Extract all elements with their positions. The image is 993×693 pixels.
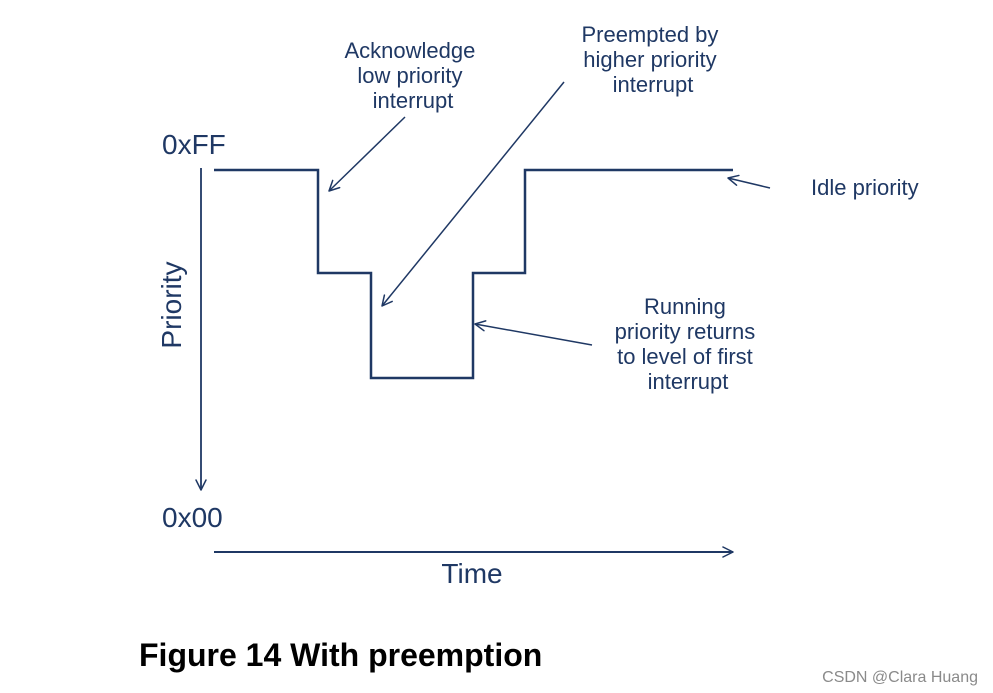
watermark: CSDN @Clara Huang xyxy=(822,669,978,686)
figure-caption: Figure 14 With preemption xyxy=(139,637,542,673)
idle-pointer-arrow xyxy=(727,174,771,189)
priority-level-line xyxy=(214,168,733,380)
running-line-3: to level of first xyxy=(617,344,753,369)
acknowledge-annotation: Acknowledge low priority interrupt xyxy=(345,38,482,113)
y-axis-title: Priority xyxy=(156,261,187,348)
y-axis-top-label: 0xFF xyxy=(162,129,226,160)
x-axis-title: Time xyxy=(441,558,502,589)
running-pointer-arrow xyxy=(474,320,593,346)
acknowledge-pointer-arrow xyxy=(328,116,406,192)
running-line-4: interrupt xyxy=(648,369,729,394)
idle-priority-annotation: Idle priority xyxy=(811,175,919,200)
preempted-line-1: Preempted by xyxy=(581,22,718,47)
y-axis-bottom-label: 0x00 xyxy=(162,502,223,533)
acknowledge-line-1: Acknowledge xyxy=(345,38,476,63)
acknowledge-line-2: low priority xyxy=(357,63,462,88)
preempted-annotation: Preempted by higher priority interrupt xyxy=(581,22,724,97)
preempted-line-3: interrupt xyxy=(613,72,694,97)
running-line-2: priority returns xyxy=(615,319,756,344)
acknowledge-line-3: interrupt xyxy=(373,88,454,113)
running-annotation: Running priority returns to level of fir… xyxy=(615,294,762,394)
preempted-line-2: higher priority xyxy=(583,47,716,72)
preempted-pointer-arrow xyxy=(381,81,565,307)
running-line-1: Running xyxy=(644,294,726,319)
